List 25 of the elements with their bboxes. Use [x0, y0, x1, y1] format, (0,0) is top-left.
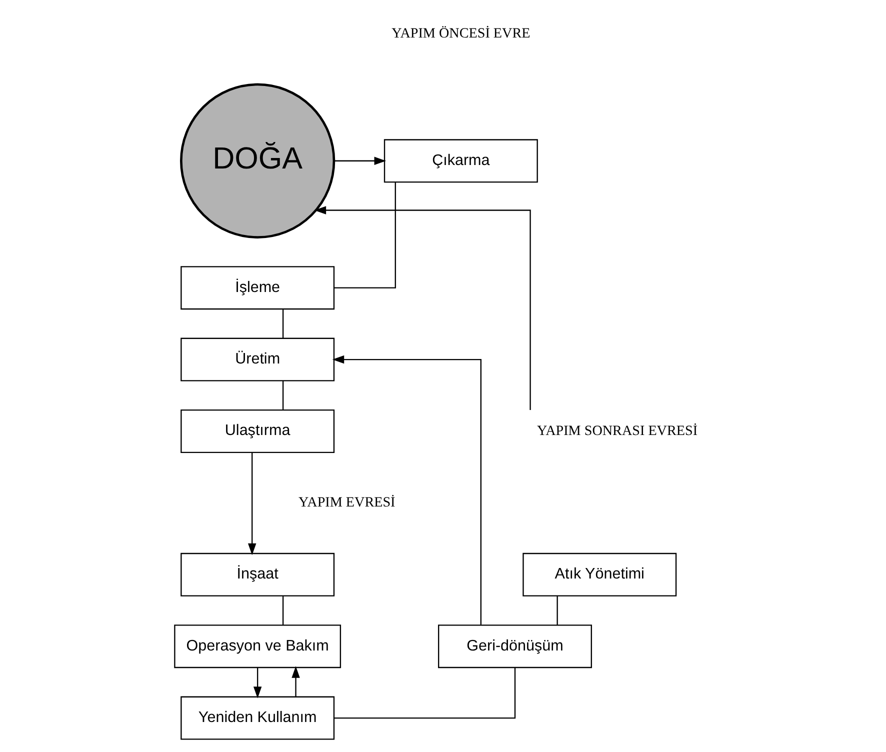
node-box: Atık Yönetimi [522, 552, 677, 596]
node-circle: DOĞA [180, 83, 336, 238]
node-box: İnşaat [180, 552, 335, 596]
arrow [314, 206, 531, 410]
connector [282, 309, 284, 338]
node-box: Çıkarma [384, 139, 538, 183]
connector [282, 381, 284, 410]
arrow [332, 355, 482, 625]
node-box: Üretim [180, 338, 335, 382]
arrow [253, 668, 262, 698]
arrow [248, 452, 256, 556]
arrow [334, 156, 386, 166]
connector [334, 668, 516, 719]
node-box: Operasyon ve Bakım [174, 624, 342, 668]
connector [556, 596, 558, 625]
arrow [292, 666, 300, 697]
label: YAPIM EVRESİ [298, 494, 396, 511]
connector [282, 596, 284, 625]
node-text: YAPIM SONRASI EVRESİ [536, 422, 698, 439]
node-box: Ulaştırma [180, 410, 335, 453]
node-box: Yeniden Kullanım [180, 696, 335, 740]
connector [334, 182, 396, 288]
node-box: Geri-dönüşüm [438, 624, 592, 668]
node-box: İşleme [180, 266, 335, 310]
label: YAPIM ÖNCESİ EVRE [392, 26, 530, 42]
